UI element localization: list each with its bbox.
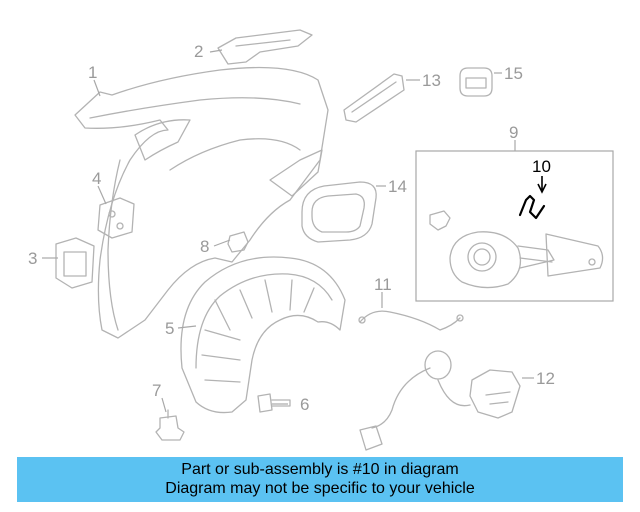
callout-10: 10 [532,157,551,176]
clip-part [155,409,185,441]
callout-14: 14 [388,177,407,196]
actuator-part [359,350,521,451]
banner-line-disclaimer: Diagram may not be specific to your vehi… [165,480,475,497]
side-bracket-part [55,237,95,289]
callout-15: 15 [504,64,523,83]
fuel-door-assembly-box [415,150,614,302]
small-plate-part [97,197,135,239]
callout-12: 12 [536,369,555,388]
spring-part-highlighted [518,194,546,220]
release-cable-part [358,310,464,331]
trim-strip-part [343,73,405,123]
callout-6: 6 [300,395,309,414]
info-banner: Part or sub-assembly is #10 in diagram D… [17,457,623,502]
callout-5: 5 [165,319,174,338]
callout-9: 9 [509,123,518,142]
callout-11: 11 [374,275,392,294]
parts-diagram: 1 2 3 4 5 6 7 8 9 10 11 12 13 14 15 [28,29,614,451]
callout-7: 7 [152,381,161,400]
screw-part [257,393,291,413]
quarter-panel-part [74,66,329,339]
callout-2: 2 [194,42,203,61]
callout-labels: 1 2 3 4 5 6 7 8 9 10 11 12 13 14 15 [28,42,555,414]
grommet-part [227,231,249,253]
leader-lines [42,49,534,413]
callout-8: 8 [200,237,209,256]
callout-13: 13 [422,71,441,90]
callout-4: 4 [92,169,101,188]
arrow-to-spring [537,176,547,194]
upper-bracket-part [217,29,313,65]
fuel-door-housing-part [301,181,377,243]
seal-part [459,67,493,97]
wheelhouse-liner-part [180,256,346,414]
banner-line-part-number: Part or sub-assembly is #10 in diagram [181,461,459,478]
callout-3: 3 [28,249,37,268]
callout-1: 1 [88,63,97,82]
